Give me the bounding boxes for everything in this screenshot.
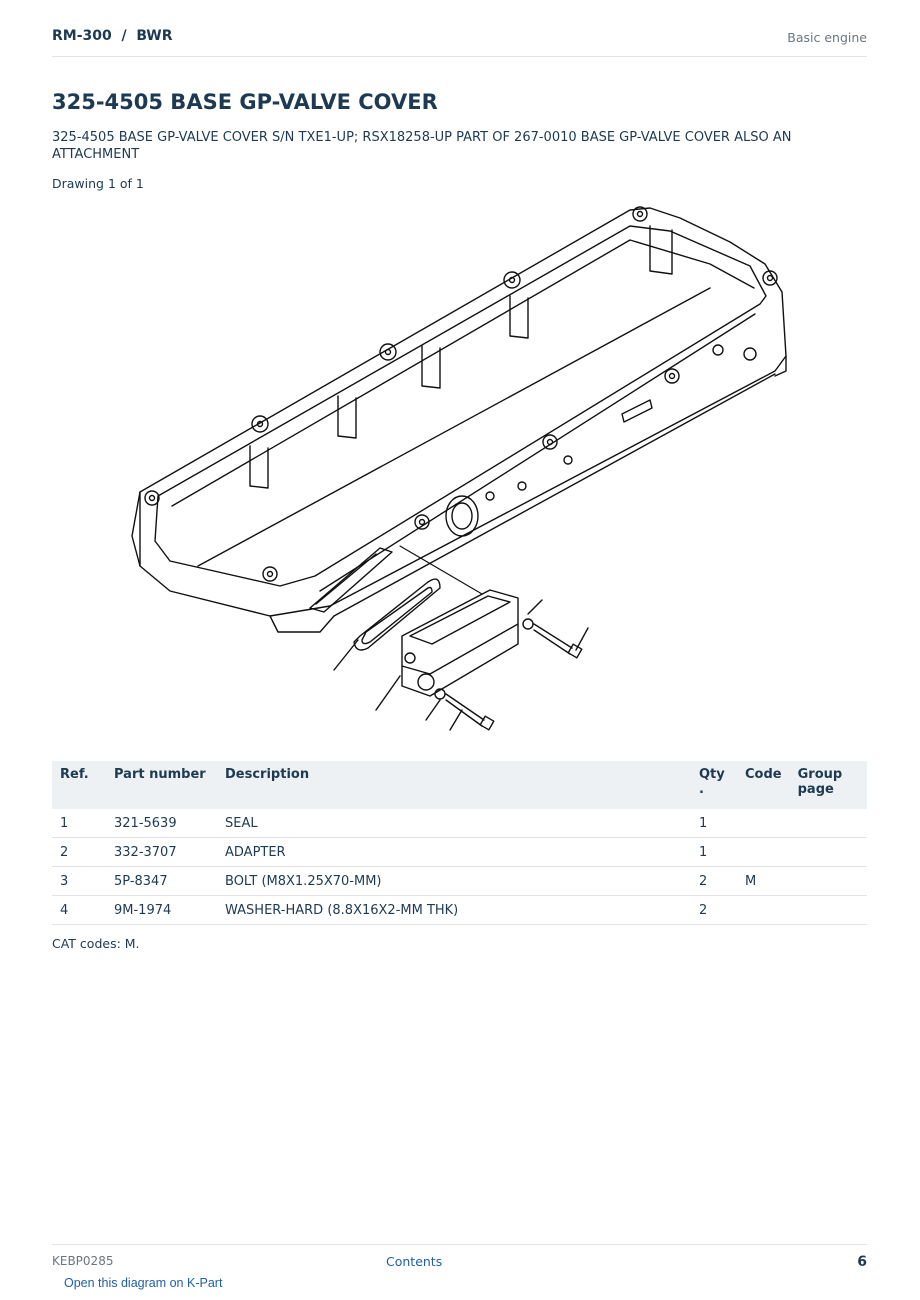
valve-cover-diagram bbox=[131, 206, 787, 731]
header-qty: Qty. bbox=[691, 761, 737, 809]
seal-part bbox=[353, 578, 441, 651]
cell-qty: 2 bbox=[691, 895, 737, 925]
washer-part-upper bbox=[522, 618, 534, 630]
header-qty-line2: . bbox=[699, 782, 704, 797]
cell-part-number: 332-3707 bbox=[106, 837, 217, 867]
cell-description: WASHER-HARD (8.8X16X2-MM THK) bbox=[217, 895, 691, 925]
table-row: 1 321-5639 SEAL 1 bbox=[52, 809, 867, 838]
document-id: KEBP0285 bbox=[52, 1254, 114, 1268]
cell-ref: 4 bbox=[52, 895, 106, 925]
table-row: 4 9M-1974 WASHER-HARD (8.8X16X2-MM THK) … bbox=[52, 895, 867, 925]
page-title: 325-4505 BASE GP-VALVE COVER bbox=[52, 90, 438, 114]
header-qty-line1: Qty bbox=[699, 767, 725, 782]
cell-code: M bbox=[737, 866, 790, 896]
leader-line-1 bbox=[333, 639, 359, 671]
bolt-part-lower bbox=[445, 693, 485, 727]
slot-opening bbox=[309, 547, 393, 613]
header-group-line2: page bbox=[797, 782, 834, 797]
cell-group-page bbox=[789, 866, 867, 896]
leader-line-5 bbox=[449, 709, 463, 731]
cell-group-page bbox=[789, 895, 867, 925]
cell-description: BOLT (M8X1.25X70-MM) bbox=[217, 866, 691, 896]
cell-ref: 3 bbox=[52, 866, 106, 896]
table-row: 3 5P-8347 BOLT (M8X1.25X70-MM) 2 M bbox=[52, 866, 867, 896]
valve-cover-inner-rim bbox=[154, 225, 767, 587]
section-name: Basic engine bbox=[787, 30, 867, 45]
cell-ref: 2 bbox=[52, 837, 106, 867]
parts-table-header: Ref. Part number Description Qty. Code G… bbox=[52, 761, 867, 809]
cell-part-number: 321-5639 bbox=[106, 809, 217, 838]
leader-line-2 bbox=[375, 675, 401, 711]
cat-codes-note: CAT codes: M. bbox=[52, 936, 140, 951]
cell-group-page bbox=[789, 809, 867, 838]
header-ref: Ref. bbox=[52, 761, 106, 809]
page-header: RM-300 / BWR Basic engine bbox=[52, 28, 867, 57]
cell-description: ADAPTER bbox=[217, 837, 691, 867]
cell-part-number: 9M-1974 bbox=[106, 895, 217, 925]
table-row: 2 332-3707 ADAPTER 1 bbox=[52, 837, 867, 867]
header-description: Description bbox=[217, 761, 691, 809]
cell-code bbox=[737, 837, 790, 867]
cell-code bbox=[737, 895, 790, 925]
parts-table: Ref. Part number Description Qty. Code G… bbox=[52, 761, 867, 925]
leader-line-3 bbox=[527, 599, 543, 615]
cell-code bbox=[737, 809, 790, 838]
drawing-label: Drawing 1 of 1 bbox=[52, 176, 144, 191]
header-group-line1: Group bbox=[797, 767, 843, 782]
contents-link[interactable]: Contents bbox=[386, 1254, 443, 1269]
leader-line-4 bbox=[425, 699, 441, 721]
header-code: Code bbox=[737, 761, 790, 809]
leader-line-6 bbox=[575, 627, 589, 651]
cell-description: SEAL bbox=[217, 809, 691, 838]
breadcrumb: RM-300 / BWR bbox=[52, 28, 173, 44]
page-footer: KEBP0285 Contents 6 bbox=[52, 1244, 867, 1275]
cell-qty: 2 bbox=[691, 866, 737, 896]
valve-cover-outer-rim bbox=[131, 207, 787, 617]
page-subtitle: 325-4505 BASE GP-VALVE COVER S/N TXE1-UP… bbox=[52, 130, 792, 162]
bolt-part-upper bbox=[533, 623, 573, 655]
cell-ref: 1 bbox=[52, 809, 106, 838]
header-part-number: Part number bbox=[106, 761, 217, 809]
washer-part-lower bbox=[434, 688, 446, 700]
cell-qty: 1 bbox=[691, 837, 737, 867]
cell-qty: 1 bbox=[691, 809, 737, 838]
cell-part-number: 5P-8347 bbox=[106, 866, 217, 896]
open-diagram-link[interactable]: Open this diagram on K-Part bbox=[64, 1276, 223, 1290]
page-number: 6 bbox=[857, 1254, 867, 1270]
cell-group-page bbox=[789, 837, 867, 867]
